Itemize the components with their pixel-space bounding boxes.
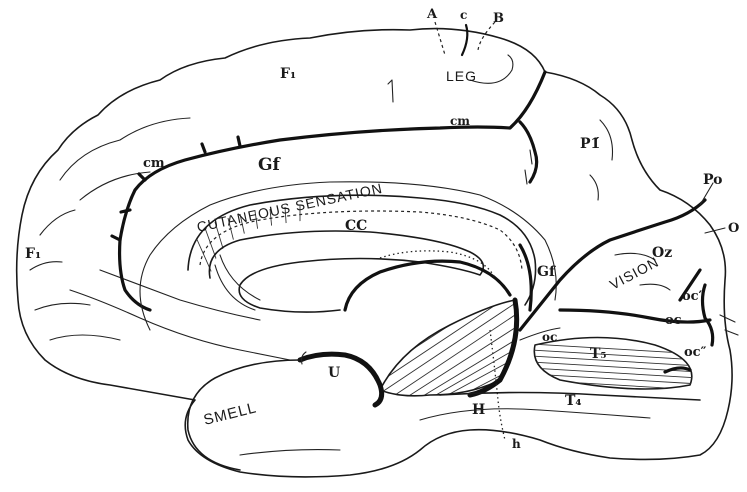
label-A: A: [426, 7, 438, 22]
label-cm-left: cm: [143, 156, 165, 171]
label-oc-low: oc: [542, 330, 557, 344]
septum-lines: [215, 255, 260, 310]
hemisphere-outline: [17, 29, 732, 477]
label-f1-left: F₁: [25, 246, 41, 262]
gf-right-curve: [520, 245, 531, 310]
label-t4: T₄: [565, 393, 582, 409]
f1-tick: [388, 80, 393, 102]
label-leg: LEG: [446, 68, 477, 84]
leg-sulcus-c: [462, 25, 467, 55]
t4-line: [420, 409, 650, 420]
label-cm-top: cm: [450, 114, 470, 128]
label-f1-top: F₁: [280, 66, 296, 82]
label-p1: P1́: [580, 136, 600, 152]
dentate-fascia-thick: [470, 300, 517, 395]
t5-hatch: [530, 344, 700, 390]
corpus-callosum-body: [209, 231, 483, 312]
smell-inner-line: [240, 450, 340, 455]
label-gf-top: Gf: [258, 155, 282, 175]
label-smell: SMELL: [202, 399, 259, 429]
uncus-thick: [300, 354, 382, 405]
cm-lower-branch: [120, 240, 150, 310]
label-c: c: [460, 8, 467, 22]
label-o: O: [728, 221, 739, 236]
superior-gyrus-lines: [30, 118, 190, 340]
label-vision: VISION: [607, 253, 662, 292]
fornix-curve: [345, 261, 510, 310]
cm-ticks: [112, 122, 537, 240]
label-cc: CC: [345, 218, 367, 234]
label-po: Po: [703, 172, 723, 188]
calcarine-branches: [680, 270, 713, 345]
gyrus-fornicatus-line: [140, 182, 556, 330]
label-oc-mid: oc: [665, 313, 682, 328]
leg-sulcus-A: [435, 22, 445, 55]
calcarine-fissure: [560, 310, 710, 322]
label-gf-right: Gf: [537, 264, 556, 280]
label-h-lower: h: [512, 437, 521, 451]
lower-frontal-line: [100, 270, 260, 320]
callosomarginal-sulcus: [120, 72, 545, 240]
label-u: U: [328, 365, 340, 381]
label-h-upper: H: [472, 402, 485, 418]
label-t5: T₅: [590, 346, 607, 362]
label-B: B: [493, 11, 504, 26]
label-oc-dprime: oc″: [684, 345, 707, 360]
label-oc-prime: oc′: [682, 289, 703, 304]
